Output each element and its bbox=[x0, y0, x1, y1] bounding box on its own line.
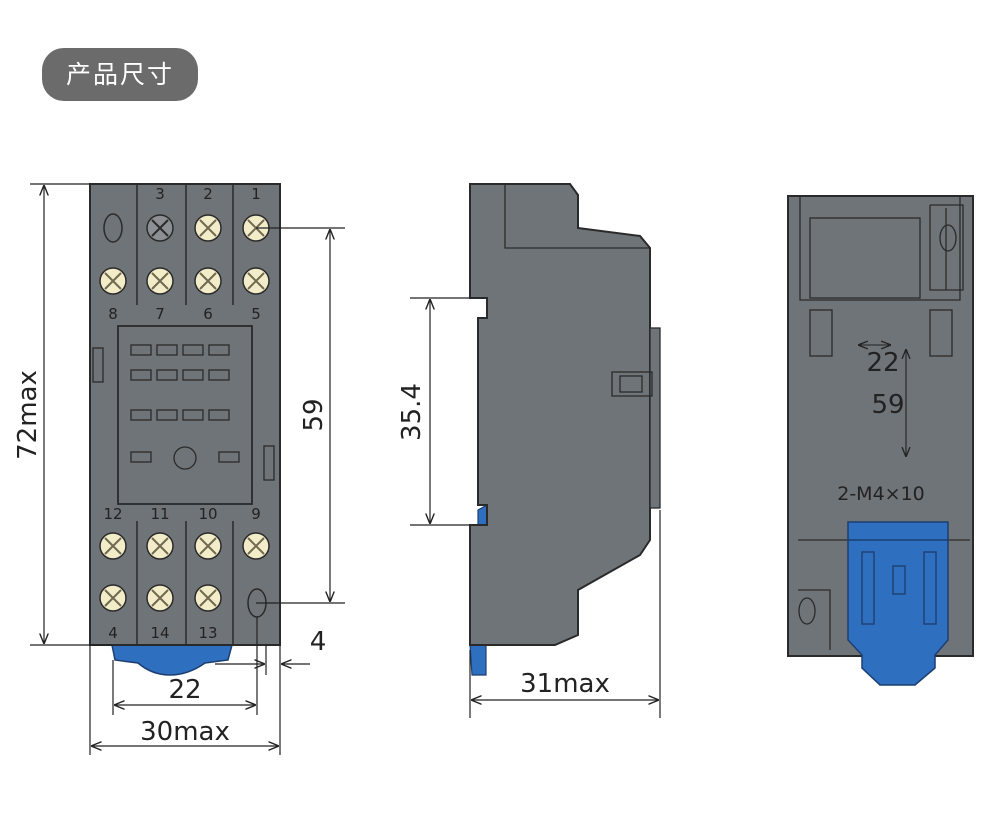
pin-label: 6 bbox=[203, 305, 213, 323]
pin-label: 10 bbox=[198, 505, 217, 523]
pin-label: 7 bbox=[155, 305, 165, 323]
screw-terminal-10 bbox=[194, 532, 222, 560]
screw-terminal-9 bbox=[242, 532, 270, 560]
pin-label: 5 bbox=[251, 305, 261, 323]
back-din-clip bbox=[847, 521, 949, 686]
dim-back-h: 22 bbox=[866, 348, 899, 378]
pin-label: 13 bbox=[198, 624, 217, 642]
side-din-clip-upper bbox=[477, 503, 488, 526]
pin-label: 3 bbox=[155, 185, 165, 203]
dim-height: 72max bbox=[13, 370, 43, 460]
front-socket-block bbox=[117, 325, 253, 505]
back-view: 22 59 2-M4×10 bbox=[787, 195, 974, 686]
mount-hole-top bbox=[103, 213, 123, 243]
screw-terminal-13 bbox=[194, 584, 222, 612]
pin-label: 14 bbox=[150, 624, 169, 642]
pin-label: 1 bbox=[251, 185, 261, 203]
dim-rail: 35.4 bbox=[397, 383, 427, 441]
screw-terminal-5 bbox=[242, 267, 270, 295]
front-view: 3 2 1 8 7 6 5 12 11 10 9 4 14 13 bbox=[13, 183, 345, 755]
dim-back-v: 59 bbox=[871, 390, 904, 420]
pin-label: 4 bbox=[108, 624, 118, 642]
screw-terminal-14 bbox=[146, 584, 174, 612]
pin-label: 12 bbox=[103, 505, 122, 523]
screw-terminal-6 bbox=[194, 267, 222, 295]
pin-label: 8 bbox=[108, 305, 118, 323]
dim-pitch: 59 bbox=[299, 398, 329, 431]
front-din-clip bbox=[111, 644, 233, 676]
pin-label: 2 bbox=[203, 185, 213, 203]
dim-offset: 4 bbox=[310, 627, 327, 657]
screw-terminal-8 bbox=[99, 267, 127, 295]
screw-terminal-12 bbox=[99, 532, 127, 560]
side-din-clip bbox=[469, 644, 487, 676]
screw-terminal-3 bbox=[146, 214, 174, 242]
screw-terminal-7 bbox=[146, 267, 174, 295]
dim-screw: 2-M4×10 bbox=[837, 483, 925, 505]
side-body bbox=[469, 183, 651, 646]
dim-depth: 31max bbox=[520, 669, 610, 699]
section-title-badge: 产品尺寸 bbox=[42, 48, 198, 101]
dim-width: 30max bbox=[140, 717, 230, 747]
pin-label: 9 bbox=[251, 505, 261, 523]
dim-width-22: 22 bbox=[168, 675, 201, 705]
screw-terminal-4 bbox=[99, 584, 127, 612]
pin-label: 11 bbox=[150, 505, 169, 523]
screw-terminal-2 bbox=[194, 214, 222, 242]
side-view: 35.4 31max bbox=[397, 183, 661, 718]
screw-terminal-11 bbox=[146, 532, 174, 560]
